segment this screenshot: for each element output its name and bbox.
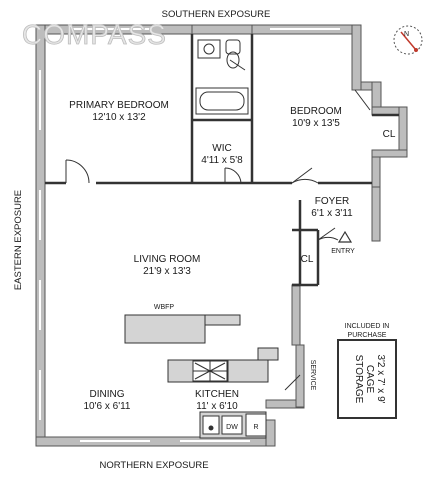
primary-bedroom-dims: 12'10 x 13'2 bbox=[92, 112, 146, 123]
closet-bedroom-label: CL bbox=[383, 129, 396, 140]
living-room-name: LIVING ROOM bbox=[134, 254, 201, 265]
sink-icon bbox=[202, 415, 220, 435]
eastern-exposure: EASTERN EXPOSURE bbox=[13, 190, 24, 290]
wic-dims: 4'11 x 5'8 bbox=[201, 155, 243, 166]
stove-icon bbox=[192, 360, 228, 382]
storage-note-line1: INCLUDED IN bbox=[345, 323, 390, 330]
storage-cage-box bbox=[337, 339, 397, 419]
foyer-dims: 6'1 x 3'11 bbox=[311, 208, 353, 219]
wic-name: WIC bbox=[212, 143, 231, 154]
dishwasher-box bbox=[221, 415, 243, 435]
northern-exposure: NORTHERN EXPOSURE bbox=[99, 460, 208, 471]
refrigerator-box bbox=[245, 413, 267, 437]
kitchen-dims: 11' x 6'10 bbox=[196, 401, 238, 412]
southern-exposure: SOUTHERN EXPOSURE bbox=[162, 9, 271, 20]
entry-arrow-icon bbox=[337, 230, 353, 243]
primary-bedroom-name: PRIMARY BEDROOM bbox=[69, 100, 169, 111]
closet-foyer-label: CL bbox=[301, 254, 314, 265]
compass-rose-label: N bbox=[404, 31, 409, 38]
logo-text: COMPASS bbox=[22, 19, 167, 50]
dining-dims: 10'6 x 6'11 bbox=[83, 401, 130, 412]
fireplace bbox=[124, 314, 241, 344]
compass-rose-icon: N bbox=[393, 25, 423, 55]
bedroom-dims: 10'9 x 13'5 bbox=[292, 118, 340, 129]
storage-dims: 3'2 x 7' x 9' bbox=[375, 354, 386, 403]
bedroom-name: BEDROOM bbox=[290, 106, 342, 117]
entry-label: ENTRY bbox=[331, 248, 355, 255]
storage-note-line2: PURCHASE bbox=[348, 332, 387, 339]
foyer-name: FOYER bbox=[315, 196, 349, 207]
window-marks bbox=[39, 28, 340, 442]
storage-title-line2: CAGE bbox=[364, 365, 375, 394]
dining-name: DINING bbox=[90, 389, 125, 400]
bathroom-fixtures bbox=[195, 39, 249, 115]
kitchen-name: KITCHEN bbox=[195, 389, 239, 400]
interior-walls bbox=[45, 34, 399, 287]
door-swings bbox=[65, 59, 371, 391]
service-label: SERVICE bbox=[309, 360, 316, 391]
living-room-dims: 21'9 x 13'3 bbox=[143, 266, 191, 277]
refrigerator-label: R bbox=[253, 424, 258, 431]
wbfp-label: WBFP bbox=[154, 304, 175, 311]
dishwasher-label: DW bbox=[226, 424, 238, 431]
storage-title-line1: STORAGE bbox=[353, 355, 364, 404]
